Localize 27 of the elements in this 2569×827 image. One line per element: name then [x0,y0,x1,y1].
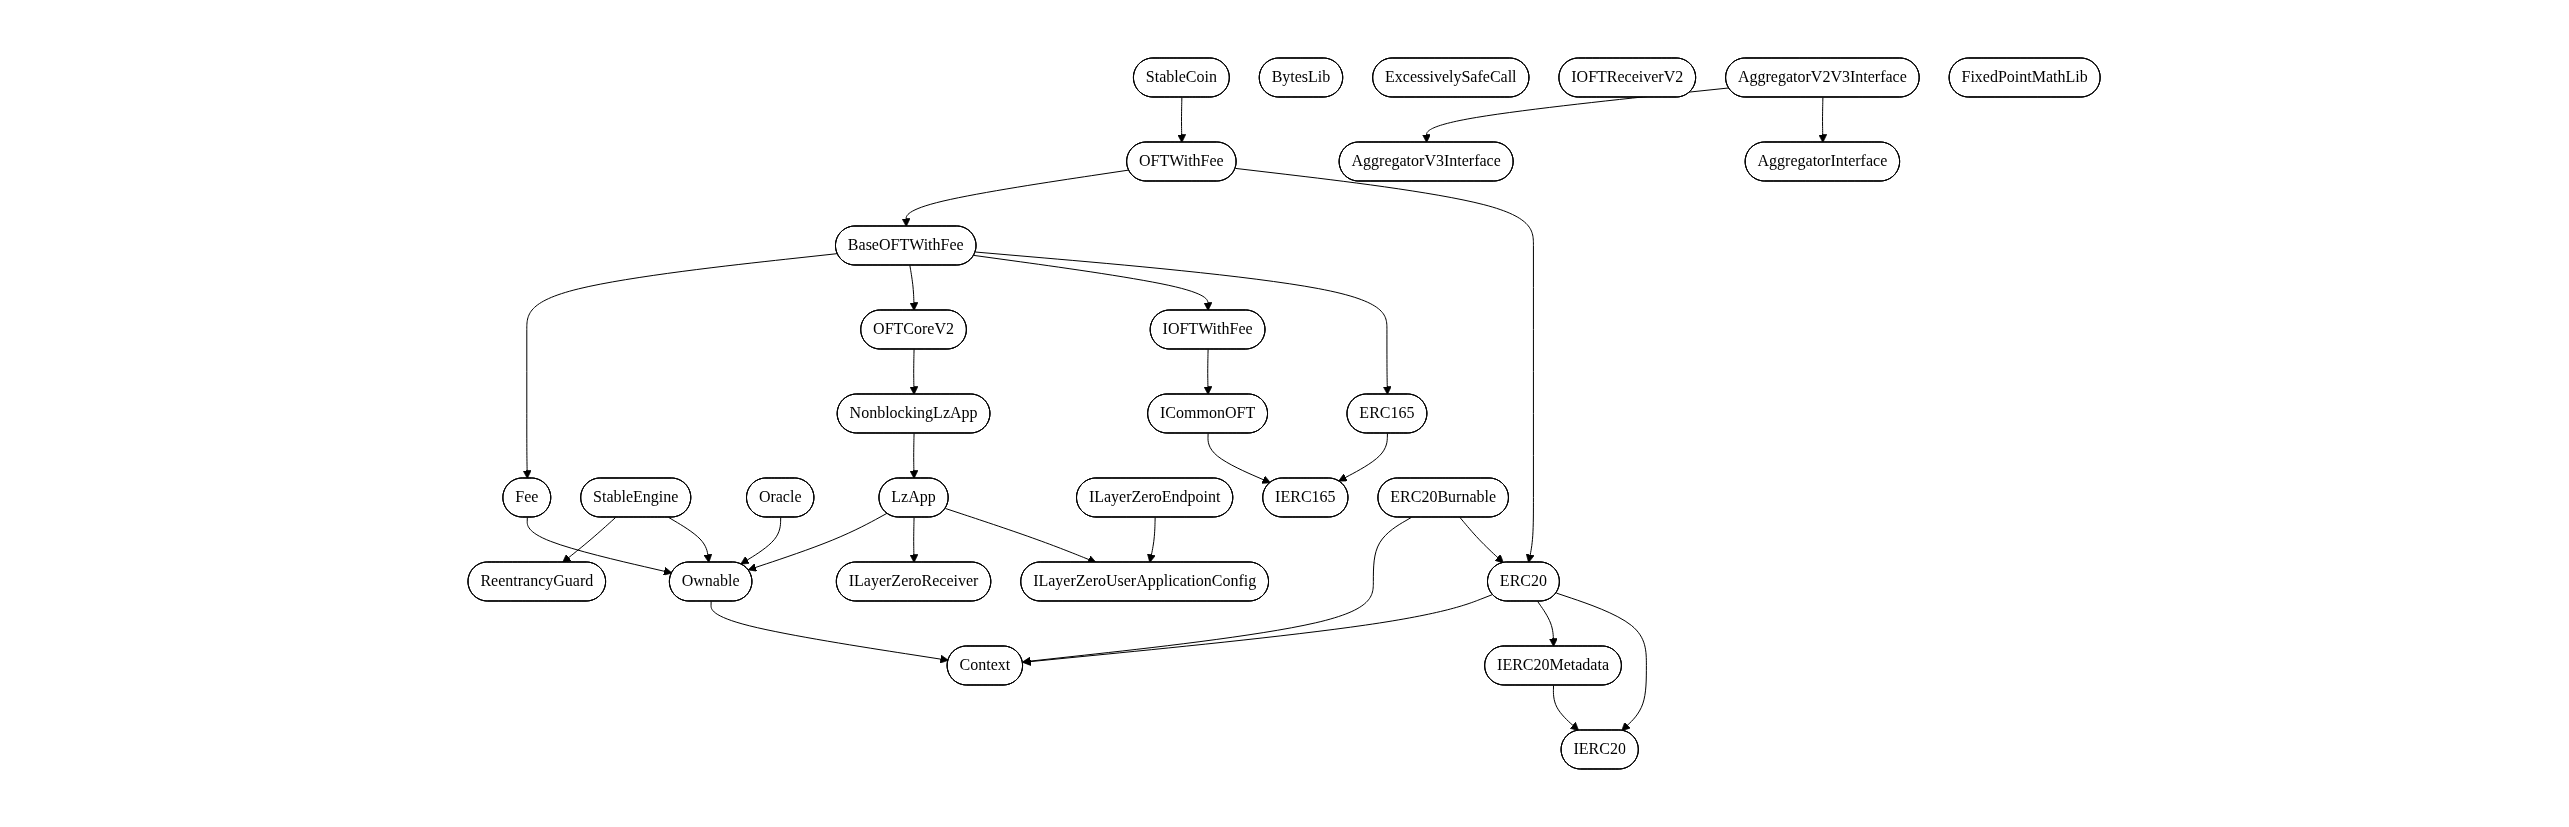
arrow [909,349,919,395]
arrow [909,433,919,479]
arrow [1022,594,1494,666]
arrow [1422,87,1730,143]
arrow [668,517,713,563]
arrow [1338,433,1389,482]
arrow [1459,517,1505,564]
arrow [1553,685,1580,732]
arrow [1235,167,1535,563]
arrow [748,512,888,572]
arrow [974,254,1213,311]
arrow [1147,517,1157,563]
arrow [527,517,673,576]
arrow [975,251,1393,395]
arrow [1556,592,1648,732]
arrow [1537,601,1559,647]
arrow [523,253,839,479]
arrow [1203,349,1213,395]
arrow [1207,433,1272,484]
arrow [1177,97,1187,143]
arrow [909,517,919,563]
arrow [1818,97,1828,143]
arrow [562,517,617,563]
arrow [909,265,919,311]
arrow [902,169,1130,227]
arrow [711,601,950,664]
arrow [740,517,782,565]
